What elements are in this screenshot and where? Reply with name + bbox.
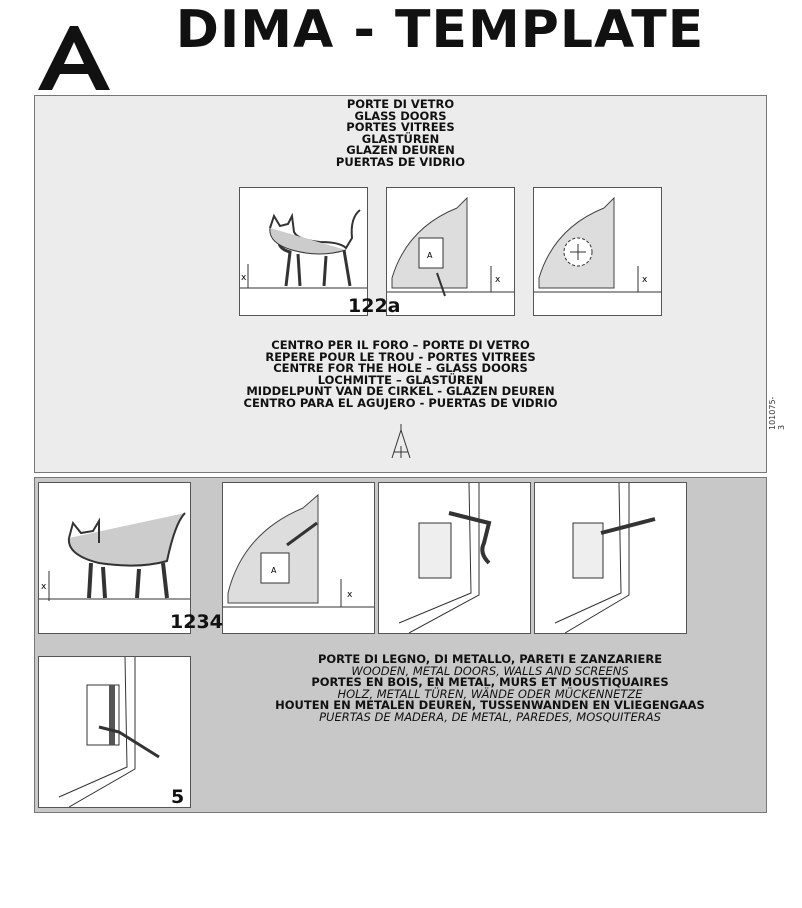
svg-text:A: A xyxy=(427,251,433,260)
glass-door-centre-illustration: x xyxy=(533,187,662,316)
cat-illustration-2: x xyxy=(38,482,191,634)
svg-text:x: x xyxy=(41,582,47,592)
svg-text:x: x xyxy=(495,275,501,285)
svg-text:x: x xyxy=(642,275,648,285)
saw-illustration xyxy=(534,482,687,634)
document-code: 101075-3 xyxy=(768,396,786,430)
drill-illustration xyxy=(378,482,531,634)
cat-illustration: x xyxy=(239,187,368,316)
page-title: DIMA - TEMPLATE xyxy=(175,0,705,60)
logo-a-icon xyxy=(38,26,110,90)
step-label-122a: 122a xyxy=(348,295,401,317)
svg-text:A: A xyxy=(271,566,277,575)
step-label-1234: 1234 xyxy=(170,611,223,633)
svg-text:x: x xyxy=(241,273,247,283)
step-label-5: 5 xyxy=(171,786,185,808)
wood-heading: PORTE DI LEGNO, DI METALLO, PARETI E ZAN… xyxy=(275,652,705,724)
svg-text:x: x xyxy=(347,590,353,600)
insert-flap-illustration xyxy=(38,656,191,808)
compass-icon xyxy=(391,424,411,459)
